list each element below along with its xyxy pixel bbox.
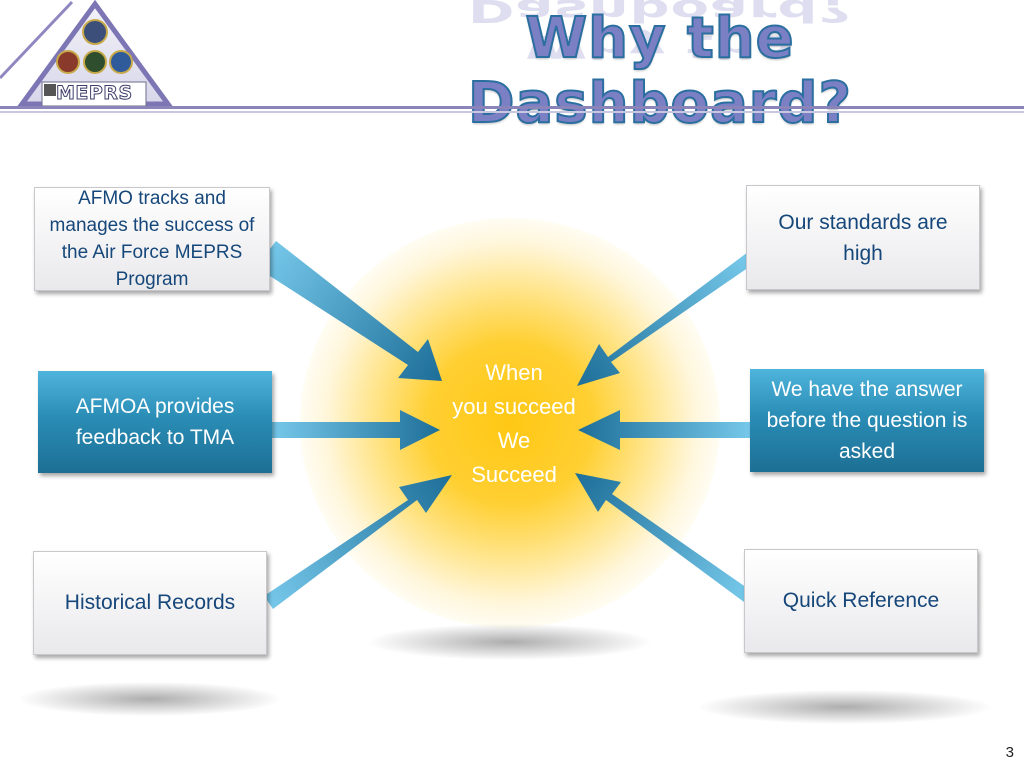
arrow-bottom-right — [575, 473, 750, 602]
glow-shadow — [370, 624, 650, 660]
box-answer-before-text: We have the answer before the question i… — [766, 378, 968, 463]
box-afmoa-feedback: AFMOA provides feedback to TMA — [38, 371, 272, 473]
arrow-bottom-left — [264, 475, 452, 609]
box-standards-high: Our standards are high — [746, 185, 980, 290]
box-historical-records: Historical Records — [33, 551, 267, 655]
title-area: Why the Dashboard? Why the Dashboard? — [330, 0, 990, 137]
box-quick-reference: Quick Reference — [744, 549, 978, 653]
header-rule-dark — [0, 106, 1024, 109]
box-answer-before: We have the answer before the question i… — [750, 369, 984, 472]
logo-emblem — [0, 0, 173, 107]
box-afmo-tracks-text: AFMO tracks and manages the success of t… — [49, 188, 255, 290]
arrow-mid-left — [272, 410, 440, 450]
box-historical-records-text: Historical Records — [64, 591, 236, 614]
meprs-logo: MEPRS — [0, 0, 175, 112]
center-line-3: We — [497, 428, 531, 453]
slide-title: Why the Dashboard? — [467, 5, 852, 137]
center-line-1: When — [485, 360, 543, 385]
box-quick-reference-text: Quick Reference — [782, 589, 940, 612]
center-message: When you succeed We Succeed — [432, 356, 596, 492]
box-afmo-tracks: AFMO tracks and manages the success of t… — [34, 187, 270, 291]
box-standards-high-text: Our standards are high — [778, 210, 948, 265]
center-line-2: you succeed — [452, 394, 576, 419]
arrow-mid-right — [578, 410, 750, 450]
page-number: 3 — [1005, 744, 1014, 761]
header-rule-light — [0, 111, 1024, 113]
arrow-top-right — [577, 252, 752, 386]
logo-text: MEPRS — [56, 82, 133, 105]
center-line-4: Succeed — [471, 462, 557, 487]
arrow-top-left — [256, 241, 442, 381]
right-floor-shadow — [700, 690, 990, 724]
left-floor-shadow — [20, 682, 280, 716]
box-afmoa-feedback-text: AFMOA provides feedback to TMA — [75, 395, 235, 449]
